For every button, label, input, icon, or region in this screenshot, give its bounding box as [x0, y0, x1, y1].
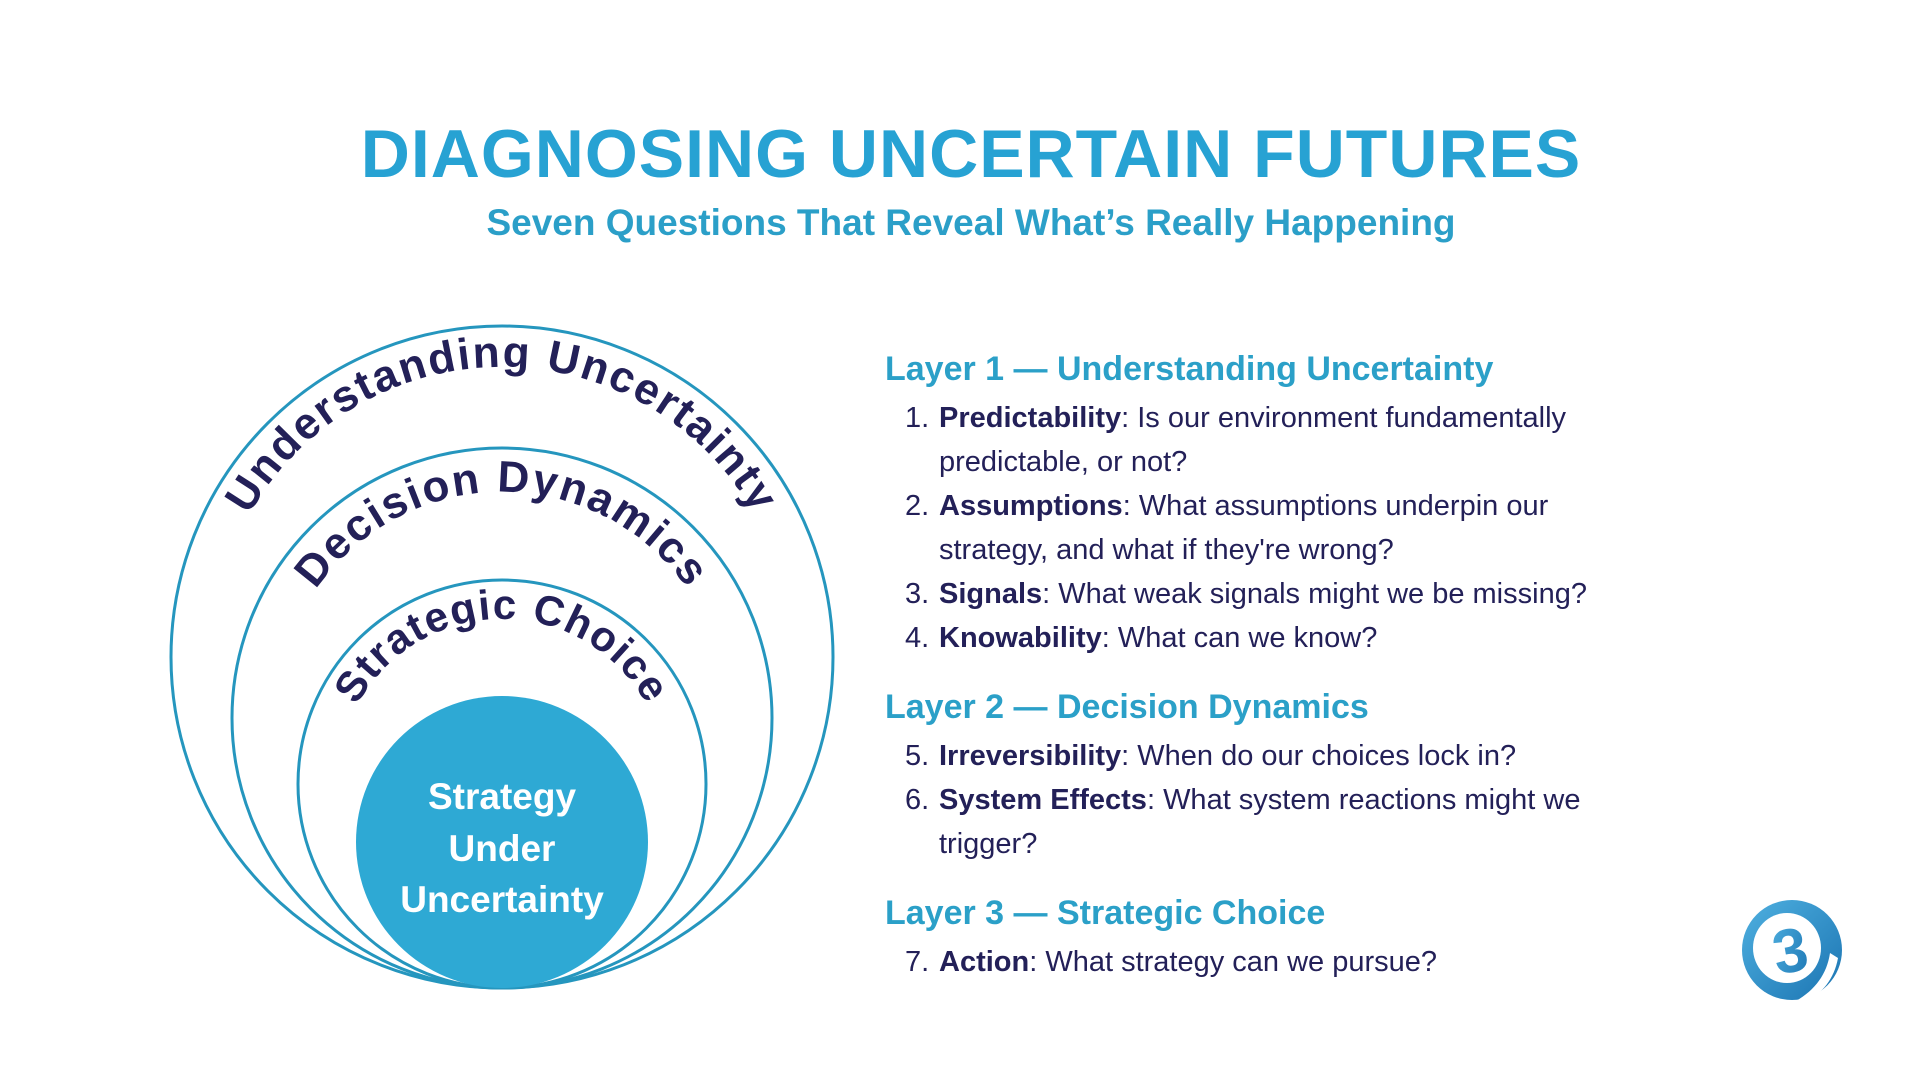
item-term: Action	[939, 946, 1030, 978]
item-separator: :	[1122, 490, 1139, 522]
logo-inner-field	[1753, 913, 1821, 983]
item-term: Irreversibility	[939, 740, 1122, 772]
item-number: 7.	[905, 946, 930, 978]
section-layer-2: Layer 2 — Decision Dynamics 5. Irreversi…	[885, 685, 1715, 866]
item-text: What system reactions might we	[1163, 784, 1581, 816]
item-number: 4.	[905, 622, 930, 654]
logo-slash	[1796, 953, 1838, 1002]
nested-circles-diagram: Understanding Uncertainty Decision Dynam…	[169, 324, 835, 990]
core-label-line3: Uncertainty	[400, 879, 604, 920]
question-item-4: 4. Knowability: What can we know?	[885, 616, 1715, 660]
item-separator: :	[1121, 740, 1138, 772]
page-title: DIAGNOSING UNCERTAIN FUTURES	[360, 116, 1582, 192]
core-label-line1: Strategy	[428, 776, 576, 817]
page-subtitle: Seven Questions That Reveal What’s Reall…	[486, 202, 1456, 243]
item-separator: :	[1146, 784, 1164, 816]
layer-2-heading: Layer 2 — Decision Dynamics	[885, 688, 1369, 726]
item-text-continued: predictable, or not?	[939, 446, 1188, 478]
item-text-continued: trigger?	[939, 828, 1038, 860]
item-text: What strategy can we pursue?	[1045, 946, 1438, 978]
section-layer-1: Layer 1 — Understanding Uncertainty 1. P…	[885, 347, 1715, 660]
layer-1-heading: Layer 1 — Understanding Uncertainty	[885, 350, 1494, 388]
item-number: 3.	[905, 578, 930, 610]
question-item-5: 5. Irreversibility: When do our choices …	[885, 734, 1715, 778]
item-separator: :	[1121, 402, 1138, 434]
questions-panel: Layer 1 — Understanding Uncertainty 1. P…	[885, 347, 1715, 1009]
core-circle	[356, 696, 648, 988]
question-item-7: 7. Action: What strategy can we pursue?	[885, 940, 1715, 984]
item-number: 5.	[905, 740, 930, 772]
item-separator: :	[1101, 622, 1118, 654]
item-number: 6.	[905, 784, 930, 816]
item-term: Predictability	[939, 402, 1122, 434]
item-term: System Effects	[939, 784, 1147, 816]
item-text: Is our environment fundamentally	[1137, 402, 1567, 434]
item-separator: :	[1029, 946, 1046, 978]
core-label-line2: Under	[449, 828, 556, 869]
question-item-1: 1. Predictability: Is our environment fu…	[885, 396, 1715, 484]
item-number: 1.	[905, 402, 930, 434]
item-text-continued: strategy, and what if they're wrong?	[939, 534, 1394, 566]
item-text: What can we know?	[1117, 622, 1378, 654]
question-item-3: 3. Signals: What weak signals might we b…	[885, 572, 1715, 616]
ring-label-strategic-choice: Strategic Choice	[324, 581, 679, 711]
question-item-6: 6. System Effects: What system reactions…	[885, 778, 1715, 866]
item-text: What assumptions underpin our	[1138, 490, 1549, 522]
item-term: Assumptions	[939, 490, 1123, 522]
header: DIAGNOSING UNCERTAIN FUTURES Seven Quest…	[0, 118, 1920, 244]
item-term: Signals	[939, 578, 1043, 610]
item-text: When do our choices lock in?	[1137, 740, 1517, 772]
question-item-2: 2. Assumptions: What assumptions underpi…	[885, 484, 1715, 572]
item-separator: :	[1042, 578, 1059, 610]
section-layer-3: Layer 3 — Strategic Choice 7. Action: Wh…	[885, 891, 1715, 984]
brand-3-swirl-logo-icon: 3	[1742, 900, 1842, 1002]
item-text: What weak signals might we be missing?	[1058, 578, 1587, 610]
item-term: Knowability	[939, 622, 1102, 654]
item-number: 2.	[905, 490, 930, 522]
layer-3-heading: Layer 3 — Strategic Choice	[885, 894, 1326, 932]
ring-label-decision-dynamics: Decision Dynamics	[285, 452, 720, 595]
